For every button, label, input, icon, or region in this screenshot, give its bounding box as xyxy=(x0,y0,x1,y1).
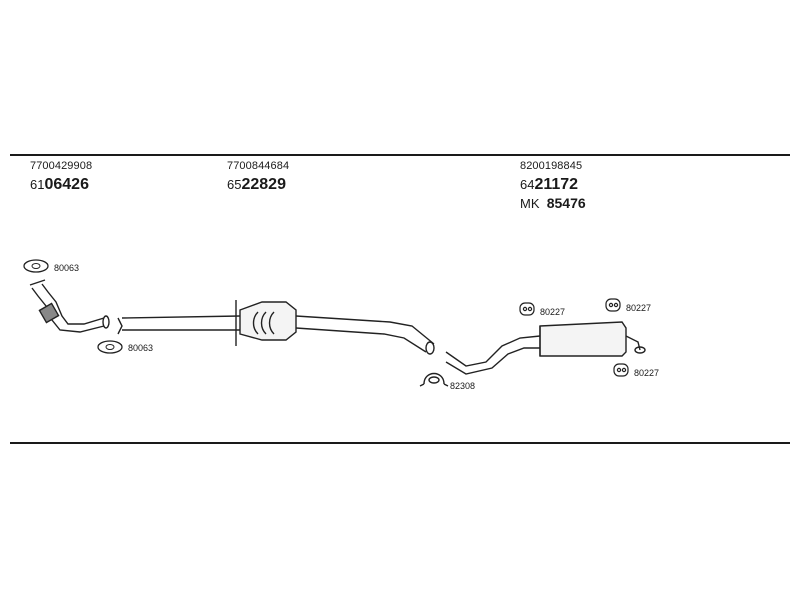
rear-silencer-mk-prefix: MK xyxy=(520,196,540,211)
rear-silencer-mk-main: 85476 xyxy=(546,195,586,211)
gasket-bottom-icon xyxy=(97,340,123,354)
gasket-top-icon xyxy=(23,259,49,273)
rear-silencer-part-number: 8200198845 xyxy=(520,160,583,172)
middle-silencer-part-number: 7700844684 xyxy=(227,160,290,172)
clamp-callout: 82308 xyxy=(450,381,475,391)
middle-silencer-code: 6522829 xyxy=(227,176,286,194)
hanger-b-icon xyxy=(605,298,621,312)
front-pipe-code-prefix: 61 xyxy=(30,177,45,192)
clamp-icon xyxy=(419,372,449,387)
front-pipe-code: 6106426 xyxy=(30,176,89,194)
top-divider xyxy=(10,154,790,156)
hanger-a-callout: 80227 xyxy=(540,307,565,317)
hanger-c-callout: 80227 xyxy=(634,368,659,378)
bottom-divider xyxy=(10,442,790,444)
gasket-bottom-callout: 80063 xyxy=(128,343,153,353)
front-pipe-code-main: 06426 xyxy=(44,176,89,193)
front-pipe-part-number: 7700429908 xyxy=(30,160,93,172)
hanger-c-icon xyxy=(613,363,629,377)
gasket-top-callout: 80063 xyxy=(54,263,79,273)
hanger-b-callout: 80227 xyxy=(626,303,651,313)
front-pipe-icon xyxy=(29,279,110,333)
hanger-a-icon xyxy=(519,302,535,316)
rear-silencer-code-main: 21172 xyxy=(534,176,579,193)
middle-silencer-icon xyxy=(117,300,435,355)
rear-silencer-mk: MK 85476 xyxy=(520,195,586,211)
rear-silencer-code: 6421172 xyxy=(520,176,578,194)
middle-silencer-code-prefix: 65 xyxy=(227,177,242,192)
middle-silencer-code-main: 22829 xyxy=(241,176,286,193)
rear-silencer-icon xyxy=(445,321,646,375)
rear-silencer-code-prefix: 64 xyxy=(520,177,535,192)
